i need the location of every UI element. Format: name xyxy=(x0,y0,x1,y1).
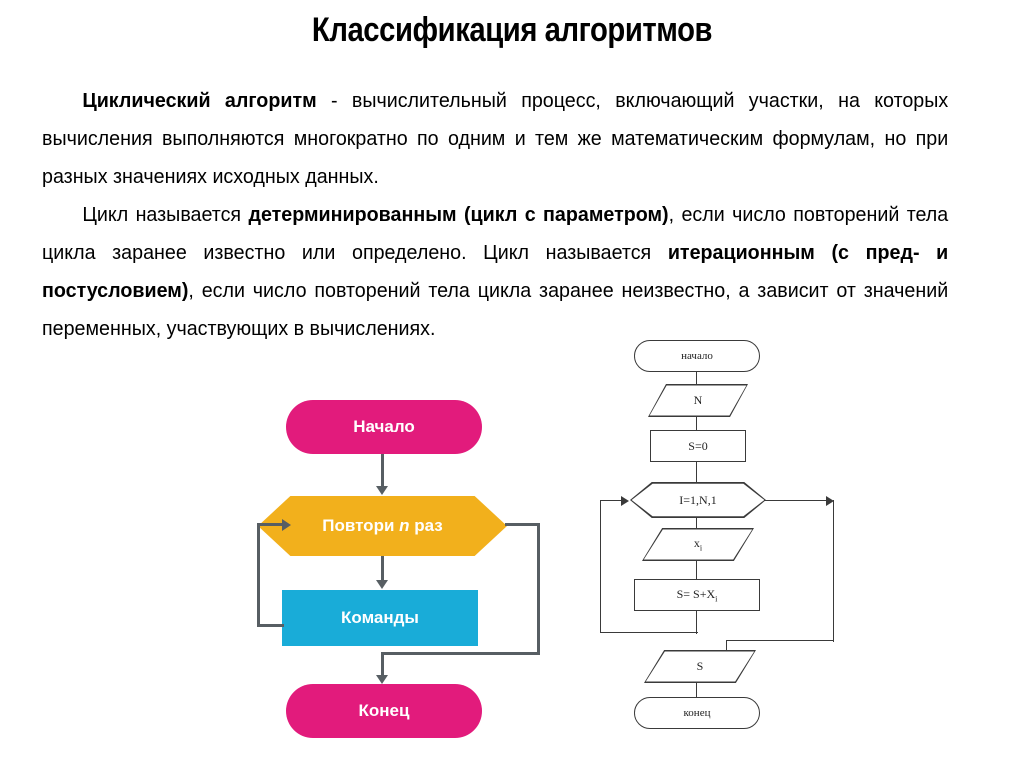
flow-right-loopback-vertical xyxy=(600,500,602,633)
flow-right-edge-accum-down xyxy=(696,611,698,634)
flow-left-exit-top xyxy=(505,523,540,526)
flow-right-node-init-s: S=0 xyxy=(650,430,746,462)
term-deterministic-loop: детерминированным (цикл с параметром) xyxy=(248,203,669,226)
flow-right-exit-down xyxy=(726,640,728,654)
flow-left-arrowhead-to-end xyxy=(376,675,388,684)
flow-right-output-s-fill xyxy=(645,651,755,682)
flow-right-node-start: начало xyxy=(634,340,760,372)
flow-right-edge-init-to-loop xyxy=(696,462,698,486)
flow-right-start-label: начало xyxy=(681,350,713,362)
flow-left-node-repeat: Повтори n раз xyxy=(258,496,507,556)
flow-right-arrowhead-loopback xyxy=(621,496,629,506)
flow-left-edge-start-to-repeat xyxy=(381,454,384,489)
flow-left-edge-repeat-to-body xyxy=(381,556,384,585)
flow-right-exit-top xyxy=(764,500,830,502)
flow-left-arrowhead-start-to-repeat xyxy=(376,486,388,495)
flow-right-node-input-x: xi xyxy=(642,528,754,561)
flow-right-exit-vertical xyxy=(833,500,835,642)
paragraph2-part3: , если число повторений тела цикла заран… xyxy=(42,279,949,340)
flow-right-init-s-label: S=0 xyxy=(688,438,708,453)
flow-right-loop-fill xyxy=(631,483,765,517)
flow-right-edge-loop-to-inputx xyxy=(696,518,698,532)
flow-right-edge-inputx-to-accum xyxy=(696,560,698,582)
flow-right-node-accum: S= S+Xi xyxy=(634,579,760,611)
flow-left-exit-down xyxy=(381,652,384,680)
flow-left-node-start: Начало xyxy=(286,400,482,454)
paragraph1-rest: - вычислительный процесс, включающий уча… xyxy=(42,89,949,188)
flow-right-arrowhead-exit xyxy=(826,496,834,506)
flow-left-body-label: Команды xyxy=(341,608,419,627)
paragraph2-part2: , если число повторений тела цикла заран… xyxy=(42,203,949,264)
flow-right-node-input-n: N xyxy=(648,384,748,417)
flow-left-arrowhead-repeat-to-body xyxy=(376,580,388,589)
paragraph2-part1: Цикл называется xyxy=(82,203,249,226)
page-title: Классификация алгоритмов xyxy=(311,11,713,49)
term-iterative-loop: итерационным (с пред- и постусловием) xyxy=(42,241,949,302)
flow-left-start-label: Начало xyxy=(353,417,415,436)
flow-left-end-label: Конец xyxy=(358,701,410,720)
flowchart-loop-colored: Начало Повтори n раз Команды Конец xyxy=(240,388,560,738)
flow-right-input-n-fill xyxy=(649,385,747,416)
flow-right-loopback-top xyxy=(600,500,624,502)
flow-left-loopback-bottom xyxy=(257,624,284,627)
flow-right-edge-output-to-end xyxy=(696,682,698,700)
flow-right-accum-label: S= S+Xi xyxy=(677,587,718,603)
flow-right-accum-base: S= S+X xyxy=(676,586,716,601)
paragraph-cyclic-algorithm: Циклический алгоритм - вычислительный пр… xyxy=(42,82,948,196)
flow-left-node-end: Конец xyxy=(286,684,482,738)
flow-right-node-loop: I=1,N,1 xyxy=(630,482,766,518)
flow-left-repeat-shape xyxy=(258,496,507,556)
flow-left-exit-vertical xyxy=(537,523,540,655)
flow-right-edge-start-to-input xyxy=(696,372,698,388)
flow-right-accum-sub: i xyxy=(715,594,718,604)
flowchart-sum-algorithm: начало N S=0 I=1,N,1 xi S= S+Xi xyxy=(598,332,868,752)
flow-right-node-end: конец xyxy=(634,697,760,729)
paragraph-loop-kinds: Цикл называется детерминированным (цикл … xyxy=(42,196,948,348)
flow-right-loopback-bottom xyxy=(600,632,698,634)
flow-right-edge-input-to-init xyxy=(696,416,698,432)
flow-right-end-label: конец xyxy=(683,707,711,719)
flow-right-input-x-fill xyxy=(643,529,753,560)
flow-left-loopback-vertical xyxy=(257,523,260,627)
flow-left-node-body: Команды xyxy=(282,590,478,646)
flow-left-exit-horizontal xyxy=(381,652,540,655)
flow-left-arrowhead-loopback xyxy=(282,519,291,531)
body-text: Циклический алгоритм - вычислительный пр… xyxy=(42,82,986,348)
flow-right-exit-horizontal xyxy=(726,640,834,642)
flow-left-loopback-top xyxy=(257,523,285,526)
flow-right-node-output-s: S xyxy=(644,650,756,683)
term-cyclic-algorithm: Циклический алгоритм xyxy=(82,89,317,112)
